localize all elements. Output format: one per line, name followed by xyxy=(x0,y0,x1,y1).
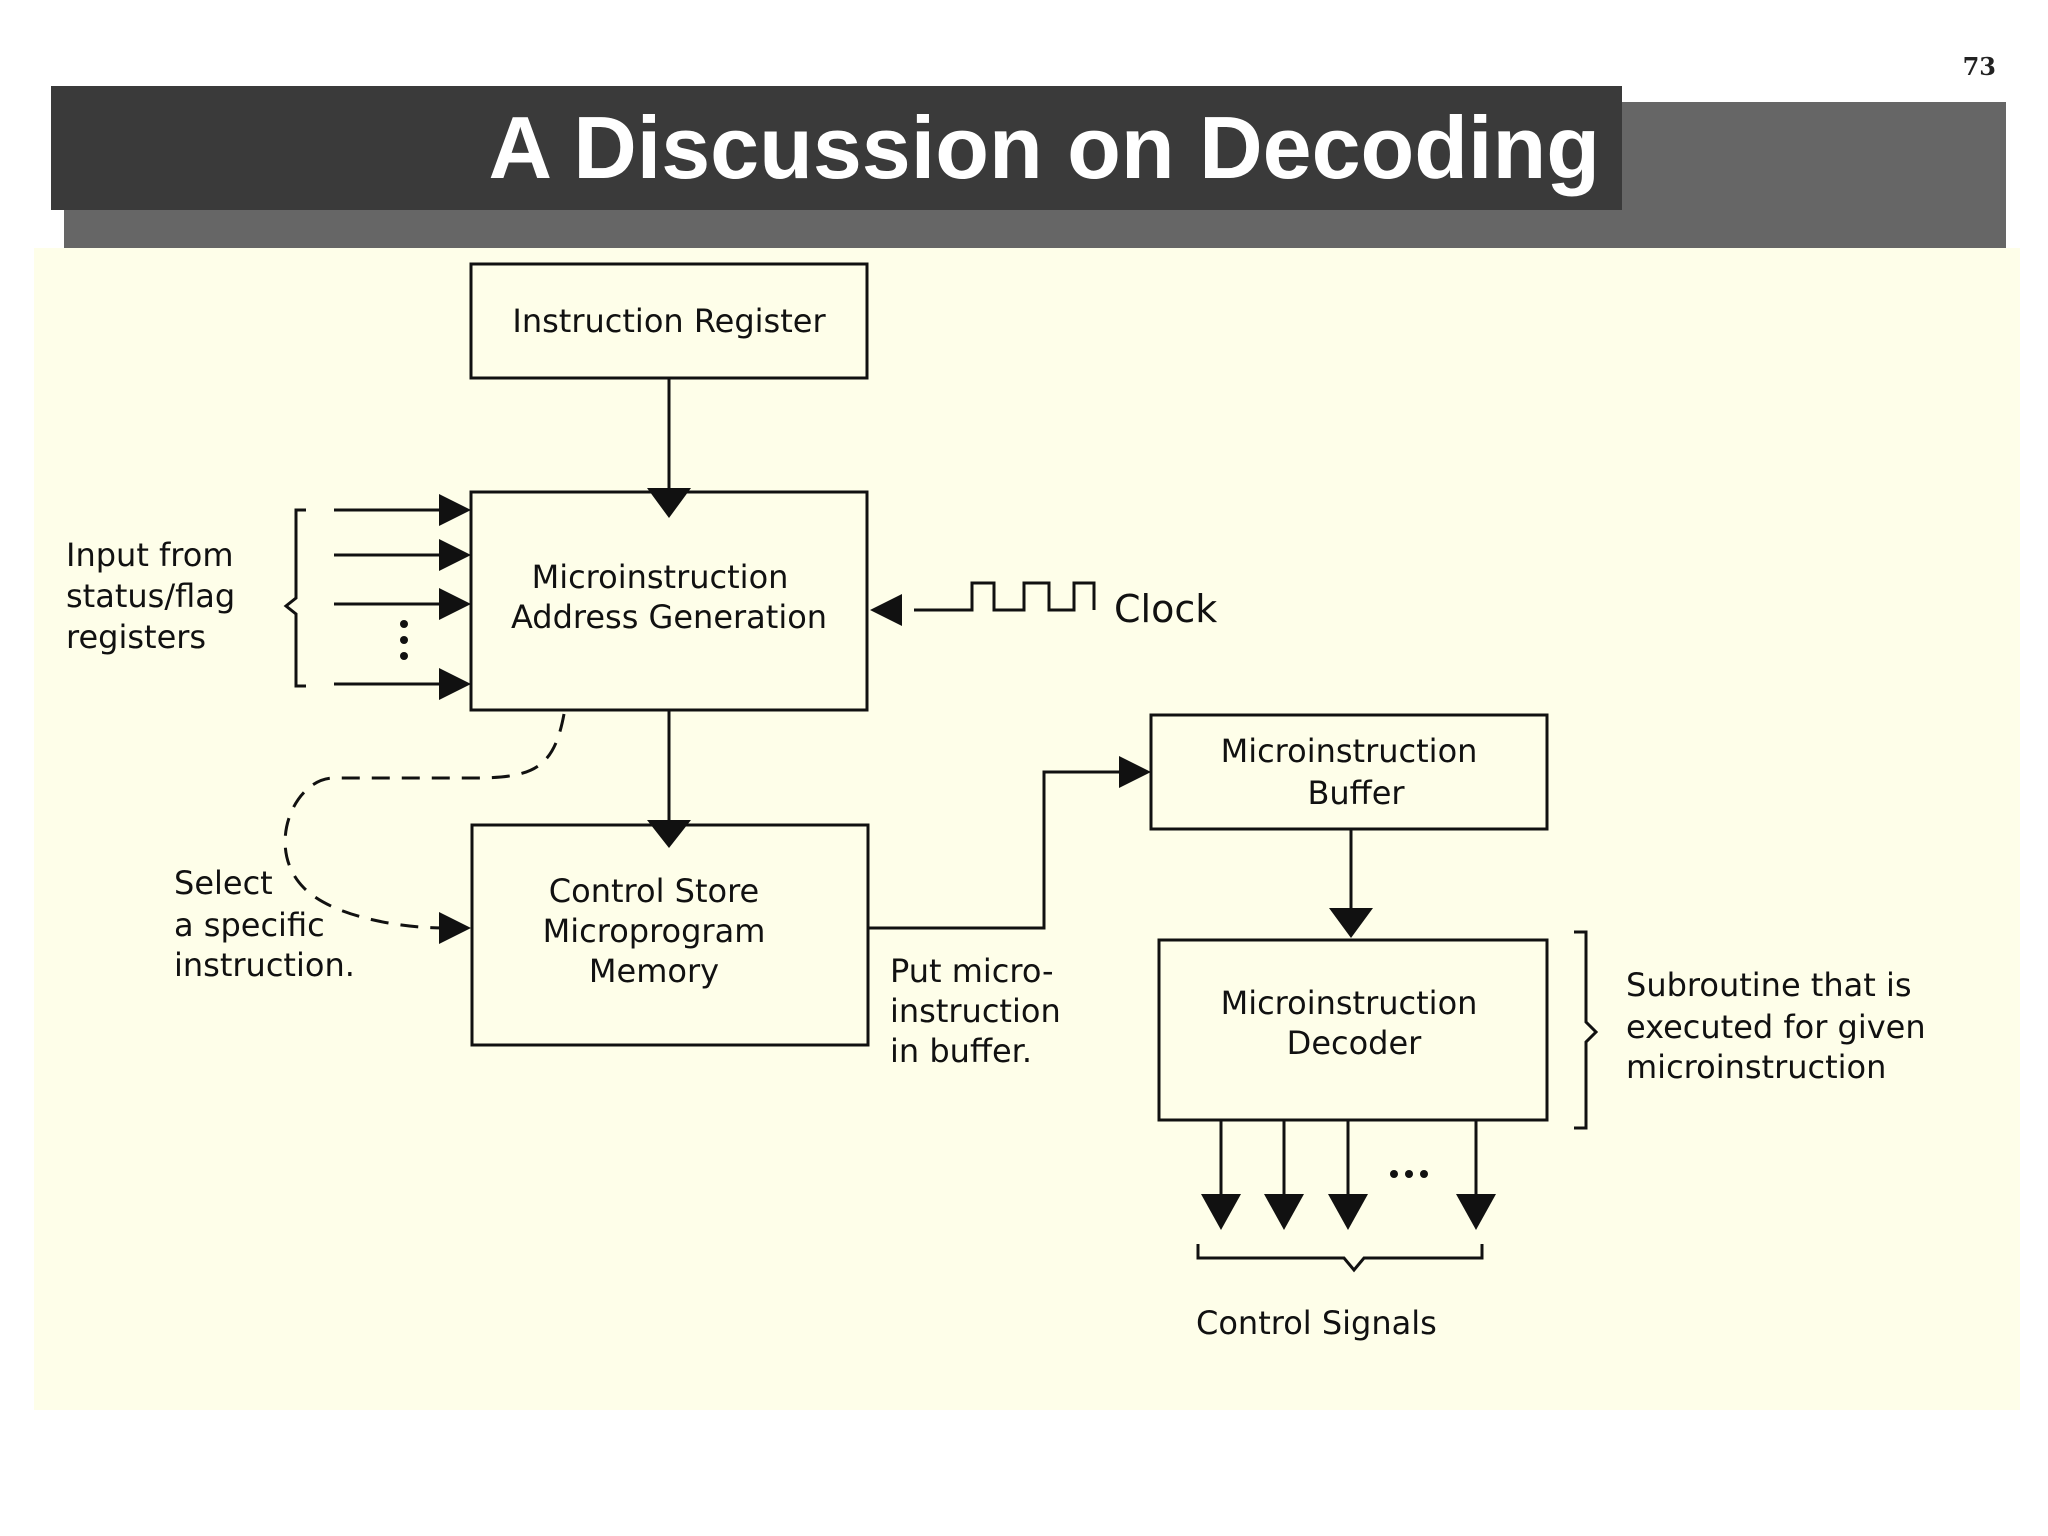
address-gen-line-1: Microinstruction xyxy=(532,558,789,596)
select-line-3: instruction. xyxy=(174,946,355,984)
input-from-label: Input from status/flag registers xyxy=(66,536,235,656)
put-micro-line-1: Put micro- xyxy=(890,952,1054,990)
page-number: 73 xyxy=(1962,52,1996,81)
subroutine-brace xyxy=(1574,930,1599,1130)
put-micro-line-2: instruction xyxy=(890,992,1061,1030)
decoder-line-2: Decoder xyxy=(1287,1024,1423,1062)
control-store-line-2: Microprogram xyxy=(543,912,766,950)
select-line-1: Select xyxy=(174,864,273,902)
clock-signal: Clock xyxy=(870,581,1217,631)
diagram-panel xyxy=(34,248,2020,1410)
arrow-control-store-to-buffer xyxy=(868,756,1151,930)
put-micro-label: Put micro- instruction in buffer. xyxy=(890,952,1061,1070)
instruction-register-label: Instruction Register xyxy=(512,302,826,340)
arrow-address-gen-to-control-store xyxy=(647,710,691,848)
put-micro-line-3: in buffer. xyxy=(890,1032,1032,1070)
arrow-buffer-to-decoder xyxy=(1329,829,1373,938)
control-store-line-1: Control Store xyxy=(549,872,759,910)
select-label: Select a specific instruction. xyxy=(174,864,355,984)
subroutine-label: Subroutine that is executed for given mi… xyxy=(1626,966,1926,1086)
select-line-2: a specific xyxy=(174,906,325,944)
decoding-diagram: Instruction Register Microinstruction Ad… xyxy=(34,248,2020,1410)
microinstruction-decoder-box: Microinstruction Decoder xyxy=(1157,938,1549,1122)
decoder-line-1: Microinstruction xyxy=(1221,984,1478,1022)
control-store-box: Control Store Microprogram Memory xyxy=(470,823,870,1047)
address-gen-line-2: Address Generation xyxy=(511,598,827,636)
clock-label: Clock xyxy=(1114,587,1217,631)
title-band: A Discussion on Decoding xyxy=(51,86,1622,210)
select-dashed-path xyxy=(283,713,566,944)
control-signal-arrows xyxy=(1201,1120,1496,1230)
subroutine-line-1: Subroutine that is xyxy=(1626,966,1912,1004)
subroutine-line-2: executed for given xyxy=(1626,1008,1926,1046)
subroutine-line-3: microinstruction xyxy=(1626,1048,1886,1086)
input-from-line-3: registers xyxy=(66,618,206,656)
arrow-ir-to-address-gen xyxy=(647,378,691,518)
microinstruction-buffer-box: Microinstruction Buffer xyxy=(1149,713,1549,831)
control-signals-label: Control Signals xyxy=(1196,1304,1437,1342)
instruction-register-box: Instruction Register xyxy=(469,262,869,380)
input-brace xyxy=(283,508,306,688)
control-store-line-3: Memory xyxy=(589,952,719,990)
buffer-line-2: Buffer xyxy=(1307,774,1405,812)
input-from-line-1: Input from xyxy=(66,536,234,574)
buffer-line-1: Microinstruction xyxy=(1221,732,1478,770)
input-from-line-2: status/flag xyxy=(66,577,235,615)
status-input-arrows xyxy=(334,494,471,700)
slide-title: A Discussion on Decoding xyxy=(488,98,1600,197)
address-generation-box: Microinstruction Address Generation xyxy=(469,490,869,712)
control-signals-brace xyxy=(1196,1244,1484,1273)
